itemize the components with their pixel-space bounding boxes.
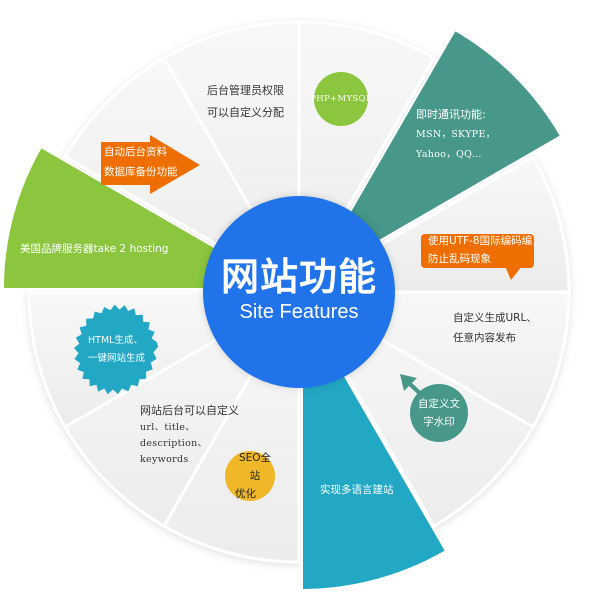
hosting-line-1: 美国品牌服务器take 2 hosting [20,243,169,255]
utf8-line-1: 使用UTF-8国际编码编， [428,235,543,247]
html-line-2: 一键网站生成 [88,353,146,364]
custom-label: 网站后台可以自定义 url、title、 description、 keywor… [140,402,239,468]
php-label: PHP+MYSQL [310,94,372,104]
im-line-3: Yahoo，QQ... [416,149,482,160]
url-label: 自定义生成URL、 任意内容发布 [453,308,537,348]
multilang-label: 实现多语言建站 [320,479,394,501]
center-title-circle: 网站功能 Site Features [203,196,395,388]
admin-line-1: 后台管理员权限 [207,84,284,97]
im-line-2: MSN，SKYPE， [416,129,496,140]
admin-line-2: 可以自定义分配 [207,106,284,119]
seo-badge: SEO全站 优化 [225,451,275,501]
backup-line-2: 数据库备份功能 [104,166,178,178]
html-label: HTML生成、 一键网站生成 [88,332,145,368]
utf8-line-2: 防止乱码现象 [428,253,491,265]
starburst-icon [74,304,158,395]
hosting-label: 美国品牌服务器take 2 hosting [20,238,168,260]
title-zh: 网站功能 [220,255,377,299]
backup-line-1: 自动后台资料 [104,146,167,158]
watermark-badge: 自定义文 字水印 [410,384,468,442]
seo-line-1: SEO全站 [238,452,272,482]
custom-line-3: description、 [140,438,208,449]
im-label: 即时通讯功能: MSN，SKYPE， Yahoo，QQ... [416,105,496,165]
title-en: Site Features [239,301,359,323]
watermark-line-2: 字水印 [423,416,455,428]
utf8-label: 使用UTF-8国际编码编， 防止乱码现象 [428,232,543,268]
arrow-right-icon [101,135,200,194]
seo-line-2: 优化 [235,488,256,500]
php-badge: PHP+MYSQL [310,72,371,126]
custom-line-4: keywords [140,454,189,465]
speech-bubble-icon [421,234,534,280]
admin-label: 后台管理员权限 可以自定义分配 [207,80,284,124]
html-line-1: HTML生成、 [88,335,143,346]
url-line-1: 自定义生成URL、 [453,312,537,324]
watermark-line-1: 自定义文 [418,398,460,410]
custom-line-1: 网站后台可以自定义 [140,404,239,417]
url-line-2: 任意内容发布 [453,332,516,344]
wedge-im [307,28,563,284]
im-line-1: 即时通讯功能: [416,108,486,121]
backup-label: 自动后台资料 数据库备份功能 [104,142,178,182]
custom-line-2: url、title、 [140,422,196,433]
multilang-line-1: 实现多语言建站 [320,484,394,496]
